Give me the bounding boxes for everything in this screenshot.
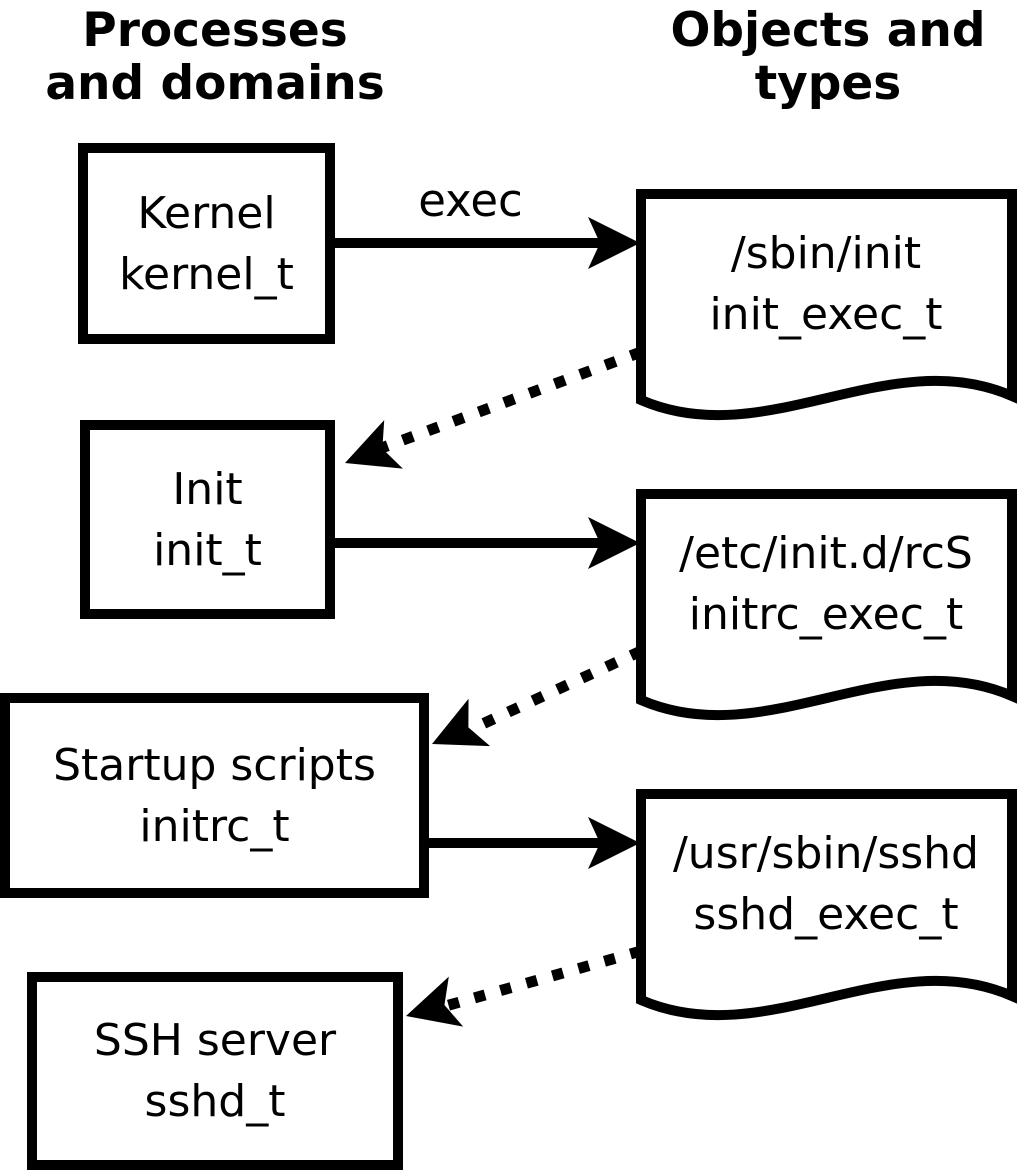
- process-box-startup-scripts: Startup scripts initrc_t: [0, 693, 429, 898]
- document-shape-etc-initd-rcs: [636, 489, 1017, 721]
- transition-arrow-to-init-line: [366, 346, 643, 459]
- object-doc-usr-sbin-sshd-type: sshd_exec_t: [693, 889, 959, 940]
- process-box-ssh-server-type: sshd_t: [144, 1076, 286, 1127]
- process-box-kernel: Kernel kernel_t: [78, 143, 335, 344]
- process-box-kernel-type: kernel_t: [119, 248, 294, 300]
- object-doc-etc-initd-rcs-label: /etc/init.d/rcS initrc_exec_t: [645, 494, 1007, 674]
- process-box-ssh-server-label: SSH server: [93, 1015, 337, 1066]
- process-box-init-type: init_t: [153, 524, 262, 576]
- object-doc-usr-sbin-sshd-path: /usr/sbin/sshd: [672, 828, 979, 879]
- process-box-startup-scripts-label: Startup scripts: [53, 739, 376, 791]
- document-shape-sbin-init: [636, 189, 1017, 421]
- exec-arrow-label: exec: [418, 174, 523, 227]
- object-doc-sbin-init-label: /sbin/init init_exec_t: [645, 194, 1007, 374]
- transition-arrow-to-initrc-line: [449, 646, 644, 743]
- document-shape-usr-sbin-sshd: [636, 789, 1017, 1021]
- process-box-kernel-label: Kernel: [137, 187, 276, 239]
- column-header-objects-line2: types: [754, 56, 902, 111]
- object-doc-sbin-init-path: /sbin/init: [730, 228, 922, 279]
- process-box-init: Init init_t: [80, 420, 335, 619]
- transition-arrow-to-init-head: [335, 420, 403, 488]
- process-box-startup-scripts-type: initrc_t: [139, 800, 290, 852]
- object-doc-usr-sbin-sshd-label: /usr/sbin/sshd sshd_exec_t: [645, 794, 1007, 974]
- process-box-init-label: Init: [172, 463, 243, 515]
- object-doc-etc-initd-rcs-path: /etc/init.d/rcS: [679, 528, 973, 579]
- column-header-processes-line1: Processes: [82, 3, 348, 58]
- column-header-objects: Objects and types: [633, 4, 1023, 110]
- object-doc-etc-initd-rcs-type: initrc_exec_t: [688, 589, 964, 640]
- process-box-ssh-server: SSH server sshd_t: [27, 972, 403, 1170]
- object-doc-sbin-init-type: init_exec_t: [709, 289, 943, 340]
- column-header-processes-line2: and domains: [45, 56, 385, 111]
- transition-arrow-to-initrc-head: [421, 698, 491, 768]
- transition-arrow-to-sshd-line: [426, 945, 643, 1017]
- column-header-processes: Processes and domains: [20, 4, 410, 110]
- column-header-objects-line1: Objects and: [670, 3, 986, 58]
